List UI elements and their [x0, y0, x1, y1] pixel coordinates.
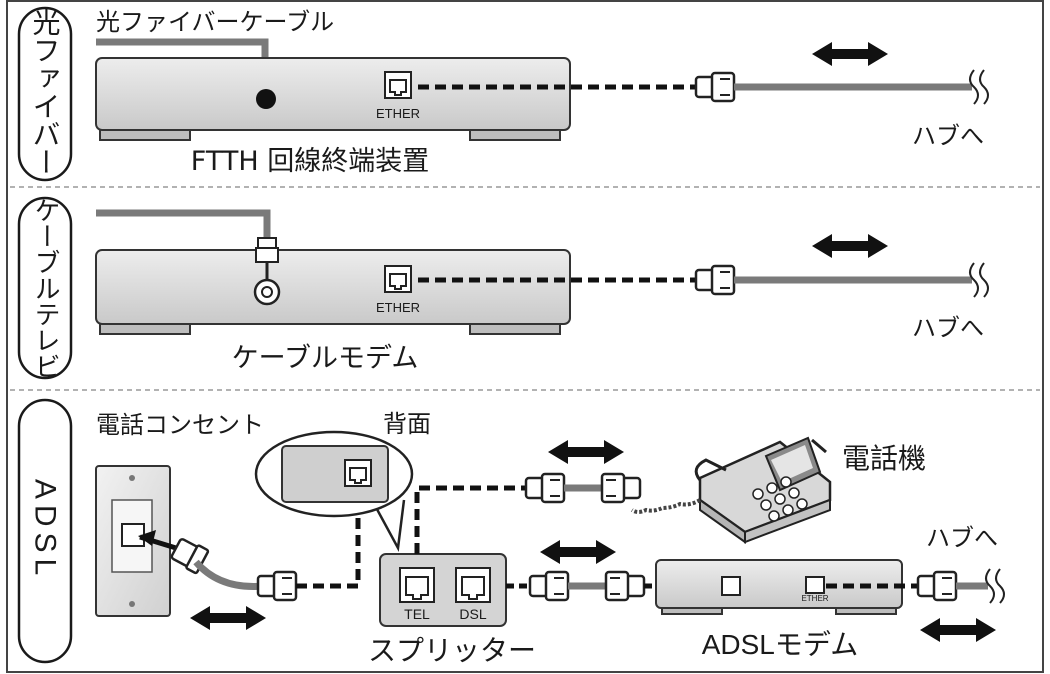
- splitter: TEL DSL: [379, 553, 507, 627]
- cable-modem: ETHER: [95, 249, 571, 335]
- section-tab-label: 光ファイバー: [29, 8, 62, 176]
- lan-plug-icon: [694, 264, 736, 296]
- splitter-back-view: [254, 430, 414, 553]
- section-tab: [17, 398, 73, 664]
- phone-plug-icon: [528, 570, 570, 602]
- adsl-modem: ETHER: [655, 559, 903, 615]
- section-tab: [17, 6, 73, 182]
- splitter-label: スプリッター: [368, 634, 536, 667]
- coax-port: [253, 278, 281, 306]
- port-label: ETHER: [801, 594, 828, 603]
- outer-frame: [6, 0, 1044, 673]
- ftth-terminal: ETHER: [95, 57, 571, 141]
- tel-line-dashed: [414, 485, 526, 554]
- back-label: 背面: [383, 410, 431, 438]
- fiber-port: [256, 89, 276, 109]
- lan-plug-icon: [916, 570, 958, 602]
- coax-cable: [96, 209, 271, 240]
- section-optical-fiber: 光ファイバー 光ファイバーケーブル ETHER FTTH 回線終端装置 ハブへ: [17, 6, 989, 182]
- ether-port-icon: [384, 265, 412, 293]
- jack-icon: [344, 459, 372, 487]
- section-tab: [17, 196, 73, 380]
- hub-label: ハブへ: [912, 122, 984, 150]
- phone-plug-icon: [524, 472, 566, 504]
- section-cable-tv: ケーブルテレビ ETHER ケーブルモデム ハブへ: [17, 196, 989, 380]
- double-arrow-icon: [548, 440, 624, 464]
- tel-label: TEL: [404, 606, 430, 622]
- telephone-icon: [630, 436, 832, 544]
- phone-cable: [193, 559, 265, 590]
- ether-port-icon: [805, 576, 825, 594]
- cable-label: 光ファイバーケーブル: [96, 8, 334, 36]
- port-label: ETHER: [376, 300, 420, 315]
- section-tab-label: ADSL: [29, 479, 62, 581]
- cable-break-icon: [969, 262, 989, 298]
- phone-label: 電話機: [842, 442, 926, 475]
- double-arrow-icon: [812, 42, 888, 66]
- device-label: FTTH 回線終端装置: [191, 146, 429, 177]
- hub-label: ハブへ: [912, 314, 984, 342]
- ether-port-icon: [384, 71, 412, 99]
- cable-break-icon: [969, 69, 989, 105]
- cable-break-icon: [985, 568, 1005, 604]
- hub-label: ハブへ: [926, 524, 998, 552]
- device-label: ADSLモデム: [702, 629, 859, 660]
- section-adsl: ADSL 電話コンセント 背面: [17, 398, 1005, 667]
- double-arrow-icon: [812, 234, 888, 258]
- section-tab-label: ケーブルテレビ: [30, 197, 60, 379]
- dsl-port-icon: [721, 576, 741, 596]
- double-arrow-icon: [920, 618, 996, 642]
- phone-plug-icon: [256, 570, 298, 602]
- phone-plug-icon: [138, 530, 210, 575]
- double-arrow-icon: [190, 606, 266, 630]
- double-arrow-icon: [540, 540, 616, 564]
- phone-plug-icon: [600, 472, 642, 504]
- port-label: ETHER: [376, 106, 420, 121]
- phone-plug-icon: [604, 570, 646, 602]
- device-label: ケーブルモデム: [232, 343, 419, 374]
- line-dashed: [296, 480, 361, 589]
- dsl-label: DSL: [459, 606, 486, 622]
- coax-connector-icon: [255, 237, 279, 280]
- lan-plug-icon: [694, 71, 736, 103]
- outlet-label: 電話コンセント: [96, 411, 264, 439]
